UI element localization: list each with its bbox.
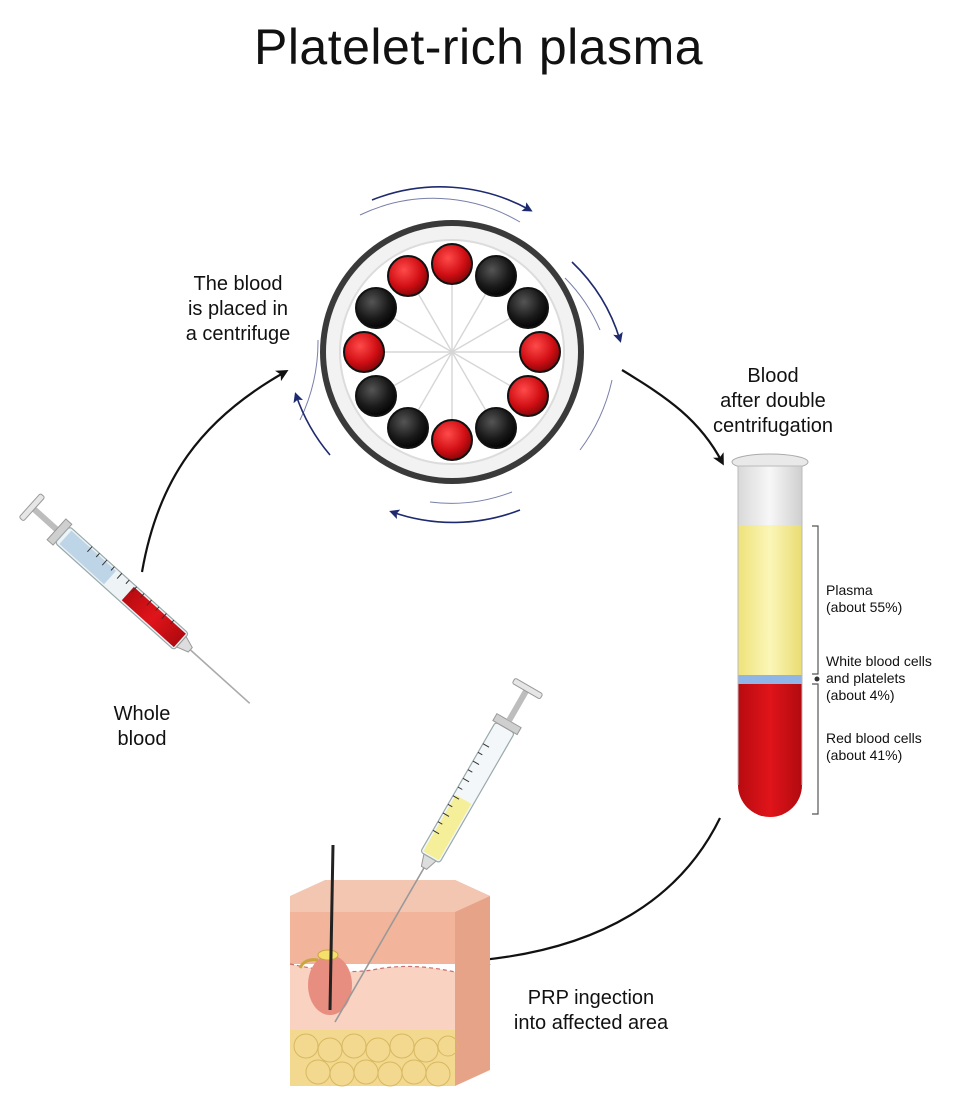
after-centrifugation-label: Blood after double centrifugation: [698, 364, 848, 439]
whole-blood-line-2: blood: [117, 728, 167, 750]
centrifuged-blood-tube: [731, 453, 820, 817]
wbc-label-line-1: White blood cells: [826, 653, 932, 669]
prp-label-line-1: PRP ingection: [527, 987, 655, 1009]
arrow-syringe-to-centrifuge: [140, 370, 289, 573]
centrifuge-label-line-1: The blood: [193, 273, 283, 295]
prp-syringe: [334, 678, 543, 1023]
page-title: Platelet-rich plasma: [253, 19, 704, 75]
wbc-layer-label: White blood cells and platelets (about 4…: [826, 653, 956, 704]
arrow-centrifuge-to-tube: [621, 369, 724, 466]
after-label-line-3: centrifugation: [712, 415, 834, 437]
whole-blood-line-1: Whole: [113, 703, 171, 725]
centrifuge-label-line-3: a centrifuge: [185, 323, 291, 345]
after-label-line-2: after double: [720, 390, 826, 412]
plasma-layer-label: Plasma (about 55%): [826, 582, 954, 616]
skin-cross-section: [289, 844, 490, 1087]
prp-injection-label: PRP ingection into affected area: [496, 986, 686, 1036]
after-label-line-1: Blood: [747, 365, 799, 387]
whole-blood-syringe: [19, 493, 251, 704]
centrifuge-label-line-2: is placed in: [187, 298, 289, 320]
wbc-label-line-3: (about 4%): [826, 687, 895, 703]
rbc-layer-label: Red blood cells (about 41%): [826, 730, 954, 764]
rbc-label-line-1: Red blood cells: [826, 730, 922, 746]
wbc-label-line-2: and platelets: [826, 670, 906, 686]
rbc-label-line-2: (about 41%): [826, 747, 903, 763]
plasma-label-line-1: Plasma: [826, 582, 873, 598]
whole-blood-label: Whole blood: [92, 702, 192, 752]
centrifuge: [293, 186, 623, 524]
arrow-tube-to-skin: [478, 817, 721, 966]
prp-label-line-2: into affected area: [513, 1012, 669, 1034]
plasma-label-line-2: (about 55%): [826, 599, 903, 615]
centrifuge-label: The blood is placed in a centrifuge: [168, 272, 308, 347]
